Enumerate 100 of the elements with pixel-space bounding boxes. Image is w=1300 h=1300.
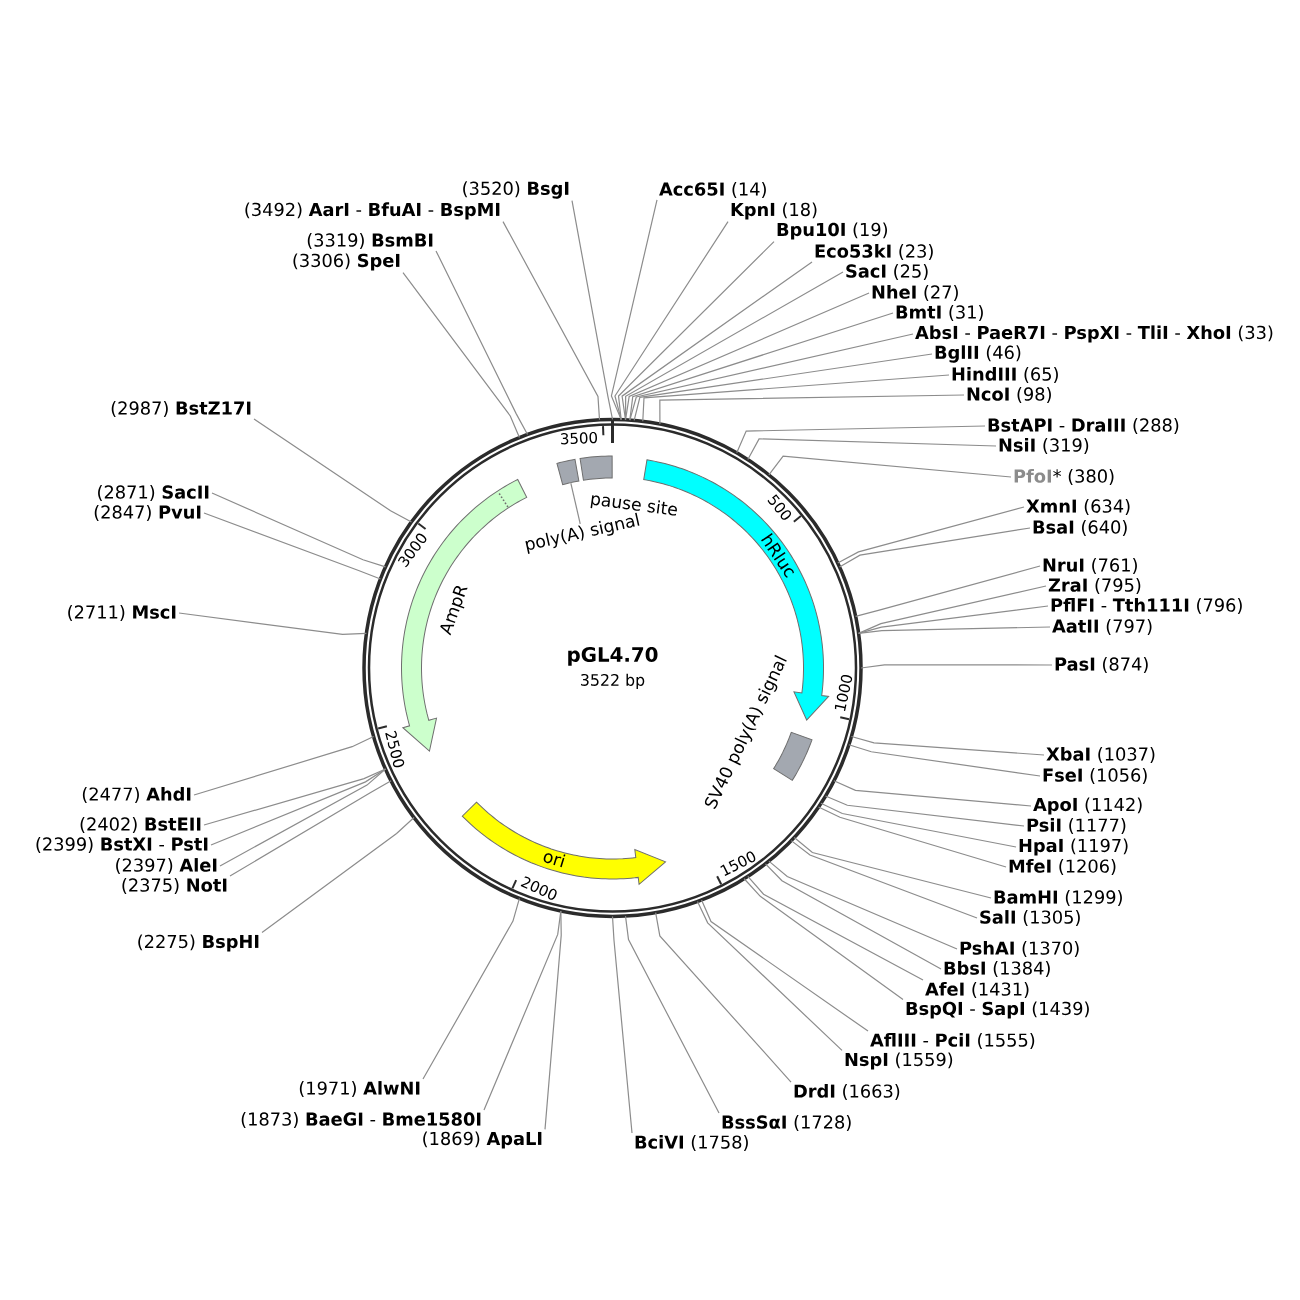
site-label: BglII (46) — [935, 345, 1021, 363]
leader-line — [790, 840, 978, 919]
leader-line — [768, 455, 1012, 478]
site-label: (2375) NotI — [122, 878, 227, 894]
site-label: (2871) SacII — [98, 485, 209, 501]
leader-line — [629, 312, 894, 421]
leader-line — [629, 333, 914, 421]
site-label: SacI (25) — [846, 264, 928, 280]
site-label: BssSαI (1728) — [722, 1115, 851, 1131]
site-label: NcoI (98) — [967, 387, 1051, 403]
site-label: (2399) BstXI - PstI — [36, 837, 208, 853]
leader-line — [193, 735, 375, 796]
leader-line — [747, 438, 997, 461]
leader-line — [659, 394, 965, 425]
site-label: PasI (874) — [1055, 657, 1148, 673]
leader-line — [858, 626, 1051, 634]
site-label: AfeI (1431) — [925, 982, 1029, 998]
site-label: XmnI (634) — [1026, 499, 1130, 515]
site-label: (2397) AleI — [116, 858, 217, 874]
leader-line — [211, 492, 387, 568]
feature-label: poly(A) signal — [525, 512, 640, 554]
site-label: (2711) MscI — [68, 605, 176, 621]
site-label: (2275) BspHI — [138, 934, 259, 952]
site-label: NsiI (319) — [999, 438, 1089, 454]
site-label: (3319) BsmBI — [307, 233, 433, 249]
site-label: ZraI (795) — [1048, 578, 1141, 594]
leader-line — [229, 780, 392, 877]
site-label: HpaI (1197) — [1019, 838, 1128, 856]
tick-label: 1000 — [834, 674, 853, 711]
site-label: (2402) BstEII — [80, 817, 201, 833]
leader-line — [544, 910, 562, 1130]
leader-line — [571, 200, 614, 421]
leader-line — [768, 860, 958, 950]
leader-line — [860, 664, 1053, 669]
leader-line — [422, 897, 521, 1080]
feature-box — [556, 458, 580, 486]
site-label: BamHI (1299) — [994, 890, 1122, 906]
leader-line — [642, 374, 950, 422]
leader-line — [617, 241, 775, 421]
site-label: FseI (1056) — [1043, 768, 1147, 784]
site-label: ApoI (1142) — [1033, 797, 1142, 815]
leader-line — [483, 910, 562, 1111]
leader-line — [624, 915, 720, 1114]
leader-line — [850, 735, 1045, 756]
leader-line — [253, 418, 413, 523]
leader-line — [402, 272, 521, 439]
leader-line — [833, 780, 1032, 807]
site-label: BciVI (1758) — [635, 1135, 748, 1151]
site-label: (2477) AhdI — [82, 787, 191, 803]
site-label: Bpu10I (19) — [777, 222, 887, 240]
leader-line — [203, 512, 382, 580]
site-label: BmtI (31) — [896, 305, 983, 321]
leader-line — [817, 806, 1007, 868]
site-label: NspI (1559) — [845, 1052, 953, 1070]
leader-line — [700, 899, 869, 1032]
site-label: SalI (1305) — [980, 910, 1080, 926]
leader-line — [502, 221, 601, 421]
leader-line — [570, 482, 581, 525]
leader-line — [624, 292, 870, 421]
leader-line — [178, 612, 368, 635]
leader-line — [820, 802, 1017, 848]
site-label: PshAI (1370) — [960, 941, 1079, 957]
site-label: AatII (797) — [1052, 619, 1152, 635]
feature-box — [579, 455, 613, 481]
tick-label: 3500 — [561, 431, 597, 445]
leader-line — [838, 527, 1031, 568]
leader-line — [219, 768, 387, 867]
leader-line — [793, 836, 992, 899]
leader-line — [848, 744, 1041, 777]
site-label: (3306) SpeI — [293, 253, 400, 271]
site-label: PsiI (1177) — [1027, 818, 1126, 834]
leader-line — [855, 565, 1041, 617]
site-label: (1869) ApaLI — [423, 1131, 542, 1149]
site-label: (2987) BstZ17I — [111, 401, 251, 417]
site-label: BstAPI - DraIII (288) — [988, 418, 1179, 434]
tick-label: 1500 — [720, 851, 756, 876]
site-label: BsaI (640) — [1033, 520, 1127, 536]
leader-line — [261, 816, 415, 933]
site-label: NruI (761) — [1043, 558, 1137, 574]
site-label: NheI (27) — [872, 285, 958, 301]
leader-line — [837, 506, 1025, 564]
site-label: AbsI - PaeR7I - PspXI - TliI - XhoI (33) — [915, 325, 1273, 343]
leader-line — [743, 878, 904, 1000]
leader-line — [858, 585, 1047, 634]
site-label: KpnI (18) — [731, 202, 817, 220]
site-label: PfoI* (380) — [1014, 469, 1114, 485]
site-label: HindIII (65) — [952, 367, 1058, 383]
site-label: (3492) AarI - BfuAI - BspMI — [245, 202, 500, 220]
leader-line — [633, 353, 933, 422]
site-label: (1971) AlwNI — [299, 1081, 420, 1097]
site-label: DrdI (1663) — [794, 1084, 900, 1100]
site-label: (1873) BaeGI - Bme1580I — [241, 1112, 481, 1128]
site-label: BspQI - SapI (1439) — [906, 1001, 1089, 1019]
site-label: PflFI - Tth111I (796) — [1051, 598, 1242, 614]
site-label: BbsI (1384) — [944, 961, 1050, 977]
site-label: AflIII - PciI (1555) — [870, 1033, 1035, 1049]
leader-line — [203, 768, 387, 826]
leader-line — [736, 425, 986, 454]
leader-line — [655, 912, 792, 1083]
leader-line — [764, 863, 942, 970]
